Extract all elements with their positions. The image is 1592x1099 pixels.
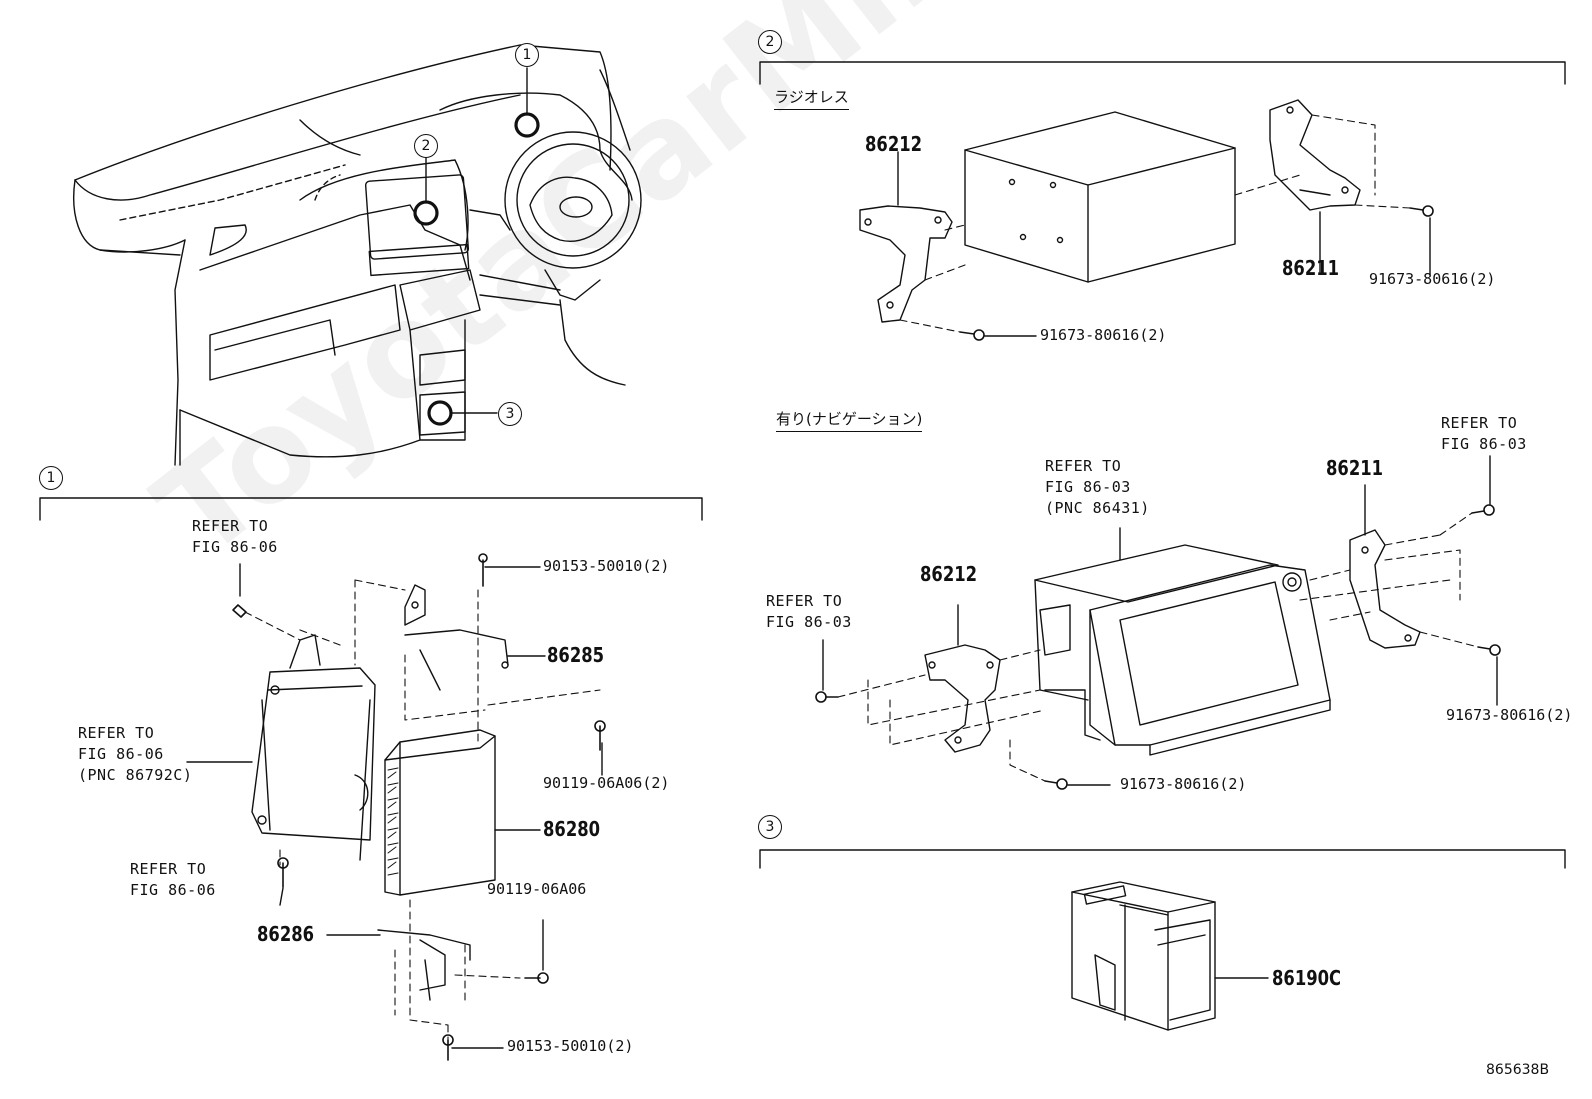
- refer-to-fig-86-03-center[interactable]: REFER TO FIG 86-03 (PNC 86431): [1045, 456, 1150, 519]
- refer-to-fig-86-03-left[interactable]: REFER TO FIG 86-03: [766, 591, 852, 633]
- dashboard-overview-drawing: [73, 44, 642, 466]
- refer-line: REFER TO: [766, 592, 843, 610]
- variant-title-radioless: ラジオレス: [774, 86, 849, 110]
- refer-line: FIG 86-06: [192, 538, 278, 556]
- section-2a-drawing: [859, 99, 1434, 341]
- callout-2[interactable]: 2: [414, 134, 438, 158]
- refer-line: (PNC 86792C): [78, 766, 193, 784]
- refer-to-fig-86-06-bottom[interactable]: REFER TO FIG 86-06: [130, 859, 216, 901]
- bolt-90119-06a06-pair[interactable]: 90119-06A06(2): [543, 774, 670, 792]
- refer-line: FIG 86-03: [1441, 435, 1527, 453]
- part-86212-navigation[interactable]: 86212: [920, 562, 978, 586]
- refer-to-fig-86-06-left[interactable]: REFER TO FIG 86-06 (PNC 86792C): [78, 723, 192, 786]
- bolt-91673-80616-radioless-bottom[interactable]: 91673-80616(2): [1040, 326, 1167, 344]
- refer-line: REFER TO: [130, 860, 207, 878]
- section-3-badge: 3: [758, 815, 782, 839]
- refer-line: FIG 86-06: [130, 881, 216, 899]
- refer-to-fig-86-06-top[interactable]: REFER TO FIG 86-06: [192, 516, 278, 558]
- part-86211-radioless[interactable]: 86211: [1282, 256, 1340, 280]
- bolt-91673-80616-navigation-right[interactable]: 91673-80616(2): [1446, 706, 1573, 724]
- section-3-frame: [759, 849, 1566, 869]
- refer-to-fig-86-03-right[interactable]: REFER TO FIG 86-03: [1441, 413, 1527, 455]
- refer-line: FIG 86-03: [1045, 478, 1131, 496]
- diagram-code: 865638B: [1486, 1062, 1550, 1078]
- bolt-90119-06a06[interactable]: 90119-06A06: [487, 880, 587, 898]
- part-86190c[interactable]: 86190C: [1272, 966, 1342, 990]
- refer-line: (PNC 86431): [1045, 499, 1150, 517]
- bolt-90153-50010-top[interactable]: 90153-50010(2): [543, 557, 670, 575]
- part-86211-navigation[interactable]: 86211: [1326, 456, 1384, 480]
- callout-3[interactable]: 3: [498, 402, 522, 426]
- part-86212-radioless[interactable]: 86212: [865, 132, 923, 156]
- refer-line: REFER TO: [1045, 457, 1122, 475]
- section-3-drawing: [1071, 881, 1269, 1031]
- section-2b-drawing: [815, 455, 1501, 790]
- callout-1[interactable]: 1: [515, 43, 539, 67]
- refer-line: REFER TO: [78, 724, 155, 742]
- section-1-drawing: [186, 553, 606, 1061]
- part-86280[interactable]: 86280: [543, 817, 601, 841]
- section-1-badge: 1: [39, 466, 63, 490]
- bolt-90153-50010-bottom[interactable]: 90153-50010(2): [507, 1037, 634, 1055]
- section-1-frame: [39, 497, 703, 521]
- refer-line: REFER TO: [192, 517, 269, 535]
- bolt-91673-80616-navigation-bottom[interactable]: 91673-80616(2): [1120, 775, 1247, 793]
- part-86285[interactable]: 86285: [547, 643, 605, 667]
- variant-title-navigation: 有り(ナビゲーション): [776, 408, 923, 432]
- refer-line: FIG 86-06: [78, 745, 164, 763]
- section-2-badge: 2: [758, 30, 782, 54]
- refer-line: FIG 86-03: [766, 613, 852, 631]
- section-2-frame: [759, 61, 1566, 85]
- refer-line: REFER TO: [1441, 414, 1518, 432]
- bolt-91673-80616-radioless-right[interactable]: 91673-80616(2): [1369, 270, 1496, 288]
- part-86286[interactable]: 86286: [257, 922, 315, 946]
